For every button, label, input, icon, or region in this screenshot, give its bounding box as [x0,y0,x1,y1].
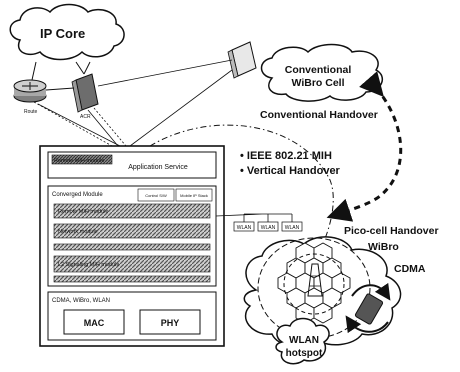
acr-label: ACR [80,114,91,120]
wlan-hotspot-cloud [275,317,330,365]
link-acr-terminal-1 [87,109,119,147]
control-sw-label: Control S/W [145,193,167,198]
remote-mih-label: Remote MIH module [54,158,104,164]
phy-label: PHY [161,318,180,328]
cdma-label: CDMA [394,263,426,275]
hex-cells [277,242,351,324]
router-label: Route [24,109,38,115]
application-service-label: Application Service [128,164,188,171]
conventional-line1: Conventional [285,64,352,76]
pico-cell-circle [283,253,345,315]
ip-core-label: IP Core [40,26,85,41]
router-icon [13,79,47,103]
l2-signaling-label: L2 Signaling MIH module [58,262,119,268]
wlan-box-2 [257,221,279,232]
mobile-arrow-upper [351,282,391,301]
link-router-terminal-1 [33,101,113,147]
pico-cell-handover-label: Pico-cell Handover [344,225,439,237]
wlan-box-1-label: WLAN [237,225,252,231]
wlan-box-3-label: WLAN [285,225,300,231]
wlan-box-1 [233,221,255,232]
link-core-acr [75,61,85,75]
converged-module-label: Converged Module [52,192,103,198]
acr-icon [71,61,99,113]
conventional-handover-label: Conventional Handover [260,109,378,121]
vertical-handover-label: • Vertical Handover [240,165,341,177]
mobile-arrow-lower [345,315,389,334]
wlan-hotspot-line1: WLAN [289,335,319,346]
wlan-hotspot-line2: hotspot [286,348,323,359]
terminal-stack: Remote MIH module Application Service Co… [39,145,225,347]
remote-mih-module-label: Remote MIH module [58,209,108,215]
mobile-ip-label: Mobile IP Stack [180,193,208,198]
mac-label: MAC [84,318,105,328]
base-station-icon [227,41,257,79]
conventional-handover-arrow [326,71,403,222]
wlan-box-3 [281,221,303,232]
link-station-terminal [129,69,233,147]
ieee-mih-label: • IEEE 802.21 MIH [240,150,332,162]
link-acr-station [97,59,233,87]
network-module-label: Network module [58,229,98,235]
tower-icon [307,263,323,297]
link-router-terminal-2 [37,103,121,147]
link-acr-terminal-2 [93,107,127,147]
wlan-tree [215,213,293,222]
link-router-acr [45,87,75,91]
access-title-label: CDMA, WiBro, WLAN [52,298,110,304]
link-core-router [31,61,37,81]
wibro-label: WiBro [368,241,399,253]
wlan-box-2-label: WLAN [261,225,276,231]
conventional-line2: WiBro Cell [292,77,345,89]
ip-core-cloud [9,3,125,61]
